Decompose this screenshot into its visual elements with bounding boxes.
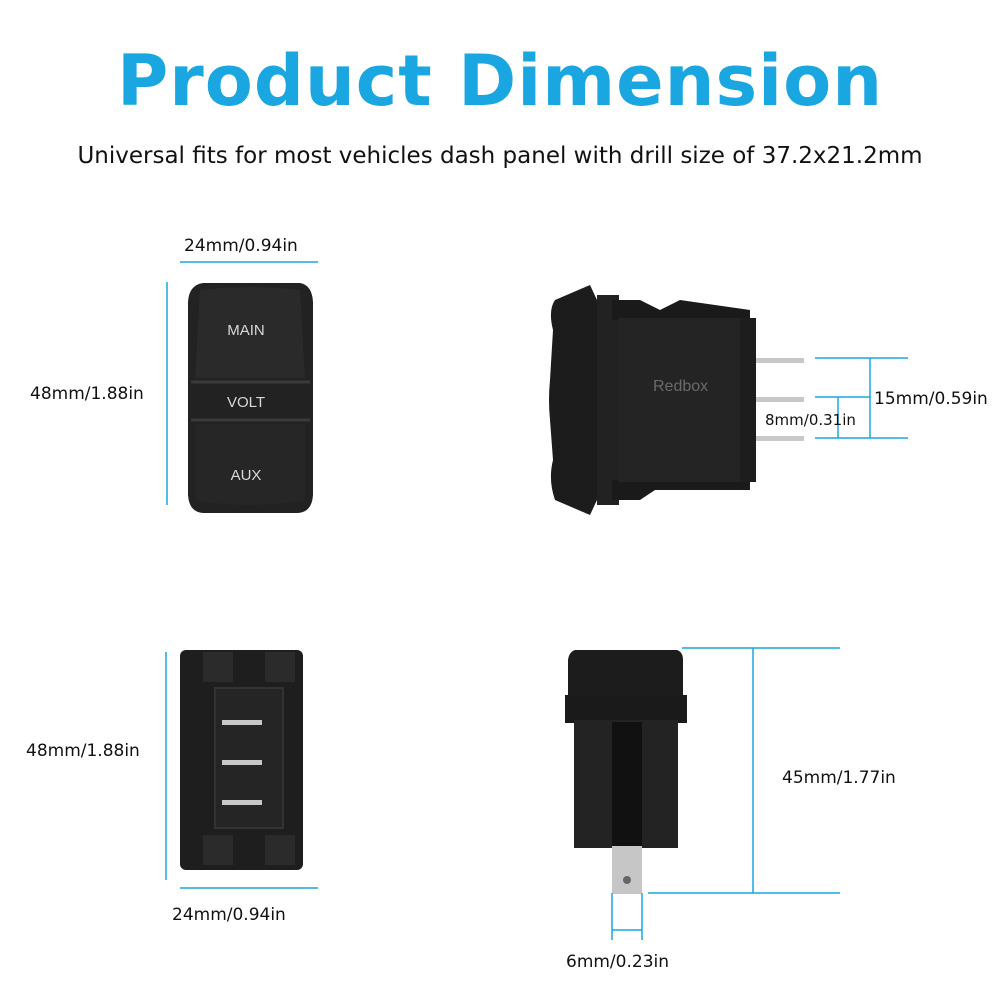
front-label-aux: AUX	[231, 467, 262, 484]
pin-gap-label: 8mm/0.31in	[765, 411, 856, 429]
back-height-label: 48mm/1.88in	[26, 741, 140, 761]
front-label-volt: VOLT	[227, 394, 265, 411]
front-label-main: MAIN	[227, 322, 265, 339]
end-height-label: 45mm/1.77in	[782, 768, 896, 788]
end-pin-width-label: 6mm/0.23in	[566, 952, 670, 972]
back-terminal-1	[222, 720, 262, 725]
end-pin	[612, 846, 642, 894]
side-pin-3	[756, 436, 804, 441]
page-title: Product Dimension	[116, 40, 884, 122]
back-width-label: 24mm/0.94in	[172, 905, 286, 925]
back-view-switch	[165, 650, 318, 889]
side-pin-2	[756, 397, 804, 402]
front-width-label: 24mm/0.94in	[184, 236, 298, 256]
side-view-switch: Redbox	[549, 285, 908, 515]
front-view-switch: MAIN VOLT AUX	[166, 261, 318, 513]
front-height-label: 48mm/1.88in	[30, 384, 144, 404]
back-terminal-3	[222, 800, 262, 805]
back-terminal-2	[222, 760, 262, 765]
side-pin-1	[756, 358, 804, 363]
page-subtitle: Universal fits for most vehicles dash pa…	[77, 143, 923, 169]
pins-span-label: 15mm/0.59in	[874, 389, 988, 409]
end-view-switch	[565, 647, 840, 940]
brand-watermark: Redbox	[653, 378, 708, 395]
